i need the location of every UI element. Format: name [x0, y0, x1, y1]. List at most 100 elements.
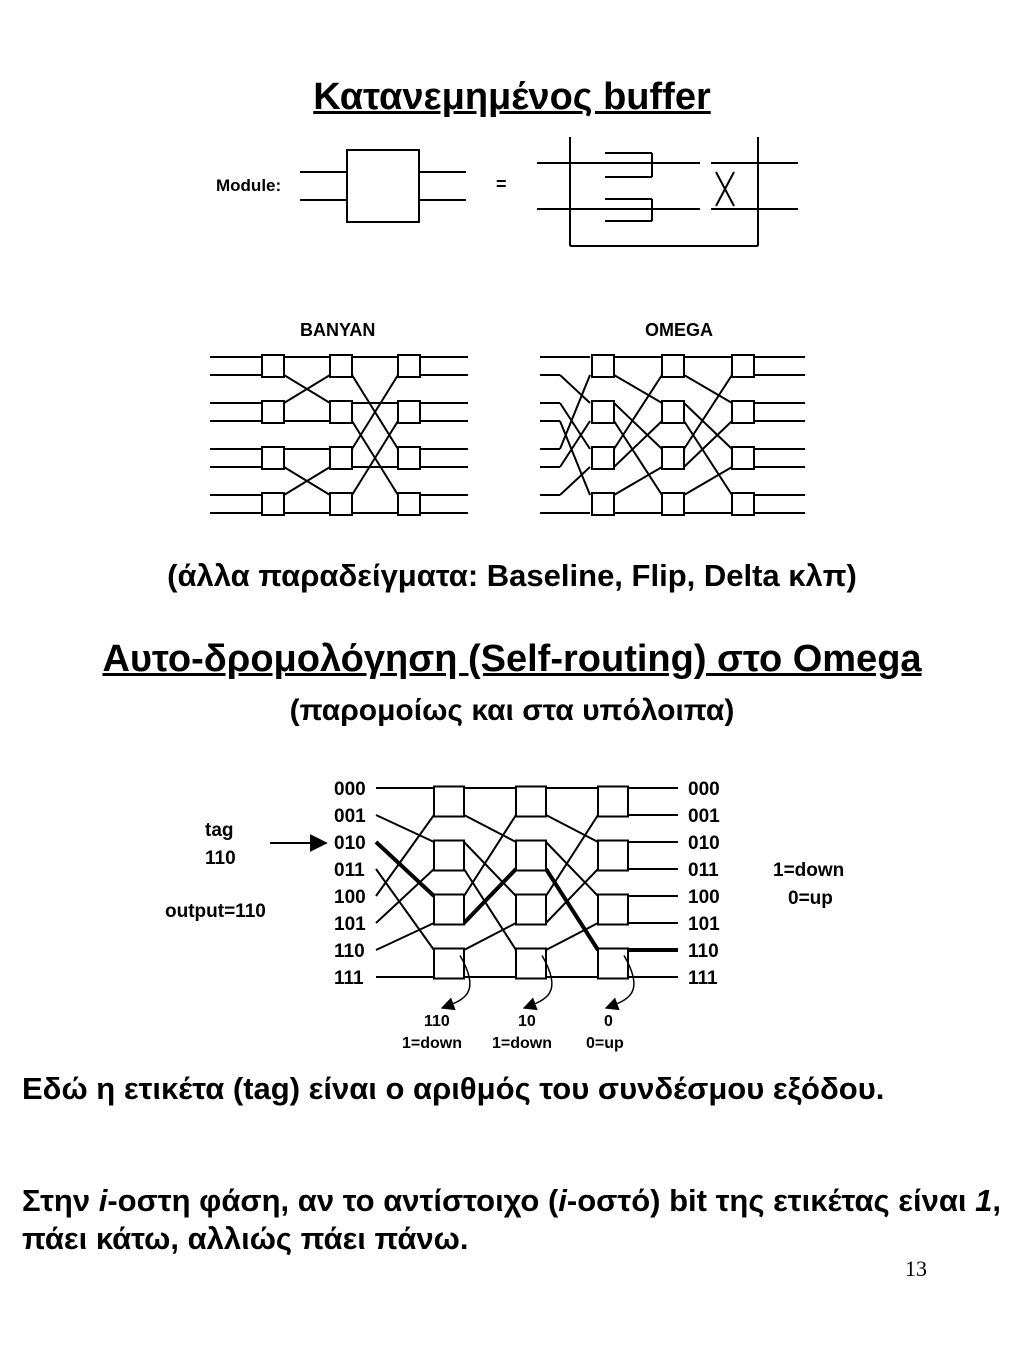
switch-box [661, 492, 685, 516]
link-line [559, 420, 591, 468]
link-line [375, 814, 435, 897]
link-line [613, 402, 663, 450]
stage-bits: 10 [518, 1013, 536, 1030]
rule-italic-one: 1 [975, 1183, 993, 1218]
link-line [559, 420, 591, 496]
output-port-label: 101 [688, 914, 720, 935]
link-line [559, 466, 591, 496]
self-routing-subtitle: (παρομοίως και στα υπόλοιπα) [289, 694, 735, 727]
rule-text-4: , πάει κάτω, αλλιώς πάει πάνω. [22, 1183, 1001, 1256]
link-line [544, 867, 600, 952]
tag-value: 110 [205, 848, 236, 869]
rule-text-2: -οστη φάση, αν το αντίστοιχο ( [107, 1183, 559, 1218]
link-line [613, 466, 663, 496]
link-line [683, 420, 733, 468]
switch-box [433, 839, 465, 872]
stage-arrow [440, 955, 471, 1011]
link-line [463, 922, 517, 951]
link-line [283, 374, 331, 404]
link-line [375, 814, 435, 843]
switch-box [397, 446, 421, 470]
link-line [559, 374, 591, 450]
link-line [463, 814, 517, 897]
link-line [613, 420, 663, 468]
module-diagram: Module: = [216, 137, 798, 247]
link-line [374, 840, 436, 898]
link-line [545, 922, 599, 951]
link-line [351, 420, 399, 496]
switch-box [261, 400, 285, 424]
routing-network [374, 785, 678, 980]
input-port-label: 000 [334, 779, 366, 800]
stage-arrow [604, 955, 635, 1011]
stage-bits: 0 [604, 1013, 613, 1030]
link-line [463, 814, 517, 843]
omega-label: OMEGA [645, 320, 713, 340]
switch-box [597, 839, 629, 872]
input-port-label: 111 [334, 968, 364, 989]
output-port-label: 110 [688, 941, 719, 962]
switch-box [661, 400, 685, 424]
module-expansion [537, 137, 798, 247]
output-port-label: 100 [688, 887, 720, 908]
link-line [613, 420, 663, 496]
omega-network [540, 354, 805, 516]
switch-box [261, 492, 285, 516]
switch-box [433, 893, 465, 926]
link-line [375, 868, 435, 951]
switch-box [591, 492, 615, 516]
link-line [683, 420, 733, 496]
switch-box [591, 354, 615, 378]
link-line [351, 374, 399, 450]
stage-action: 1=down [402, 1035, 462, 1052]
switch-box [433, 947, 465, 980]
link-line [545, 868, 599, 924]
output-port-label: 011 [688, 860, 719, 881]
tag-label: tag [205, 820, 234, 841]
switch-box [515, 893, 547, 926]
input-port-label: 011 [334, 860, 365, 881]
link-line [545, 814, 599, 897]
examples-note: (άλλα παραδείγματα: Baseline, Flip, Delt… [167, 558, 857, 593]
link-line [462, 867, 518, 925]
link-line [613, 374, 663, 450]
rule-text-3: -οστό) bit της ετικέτας είναι [566, 1183, 976, 1218]
link-line [283, 466, 331, 496]
module-box [346, 149, 420, 223]
switch-box [591, 400, 615, 424]
input-port-label: 100 [334, 887, 366, 908]
link-line [683, 374, 733, 450]
routing-diagram: tag 110 output=110 1=down 0=up 000001010… [165, 779, 844, 1052]
switch-box [597, 947, 629, 980]
switch-box [515, 785, 547, 818]
switch-box [591, 446, 615, 470]
switch-box [329, 492, 353, 516]
equals-sign: = [496, 174, 507, 194]
switch-box [731, 492, 755, 516]
switch-box [261, 446, 285, 470]
output-port-label: 010 [688, 833, 720, 854]
page-title: Κατανεμημένος buffer [313, 76, 711, 118]
stage-arrow [522, 955, 553, 1011]
switch-box [597, 785, 629, 818]
switch-box [661, 446, 685, 470]
switch-box [731, 354, 755, 378]
link-line [559, 374, 591, 404]
self-routing-title: Αυτο-δρομολόγηση (Self-routing) στο Omeg… [102, 638, 922, 680]
switch-box [515, 839, 547, 872]
output-port-label: 001 [688, 806, 720, 827]
link-line [683, 402, 733, 450]
input-port-label: 010 [334, 833, 366, 854]
switch-box [397, 492, 421, 516]
switch-box [329, 446, 353, 470]
stage-bits: 110 [424, 1013, 450, 1030]
switch-box [329, 354, 353, 378]
input-port-label: 001 [334, 806, 366, 827]
link-line [463, 868, 517, 951]
banyan-network [210, 354, 468, 516]
switch-box [515, 947, 547, 980]
rule-italic-i-2: i [558, 1183, 567, 1218]
link-line [559, 402, 591, 450]
